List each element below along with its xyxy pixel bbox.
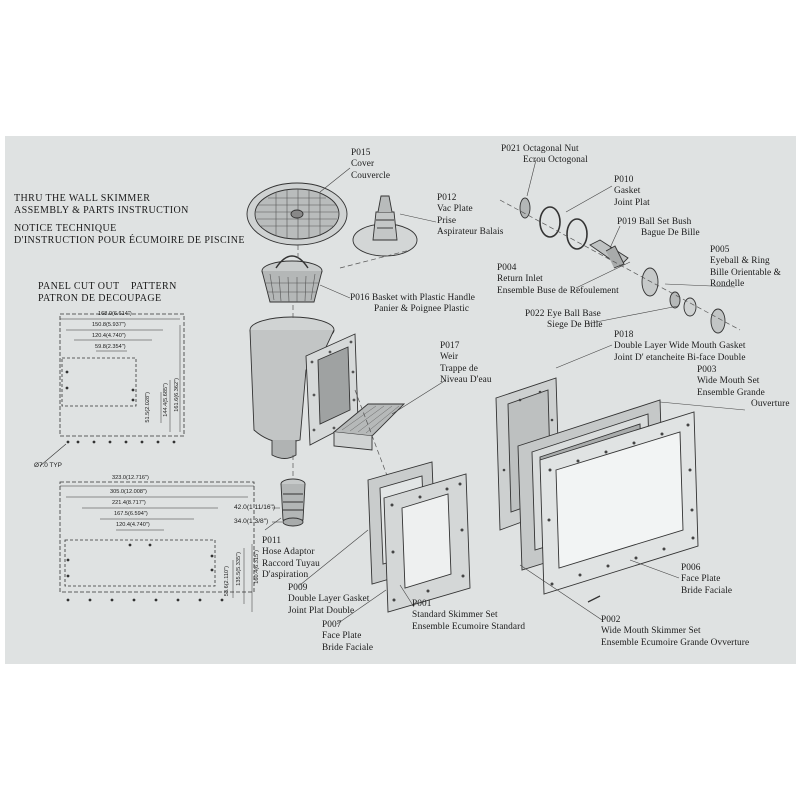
dim-top-3: 120.4(4.740") [92,333,126,339]
dim-top-1: 168.0(6.614") [98,311,132,317]
wide-face-plate-part [539,411,699,595]
vac-plate-part [352,195,418,257]
dim-top-v2: 144.4(5.685") [163,383,169,417]
cutout-subtitle: PATRON DE DECOUPAGE [38,293,162,304]
return-inlet-parts [519,197,726,334]
dim-top-2: 150.8(5.937") [92,322,126,328]
dim-bottom-4: 167.5(6.594") [114,511,148,517]
dim-bottom-2: 305.0(12.008") [110,489,147,495]
hole-dim: Ø7.0 TYP [34,462,62,469]
dim-bottom-1: 323.0(12.716") [112,475,149,481]
dim-top-4: 59.8(2.354") [95,344,126,350]
dim-bottom-v2: 135.5(5.335") [236,552,242,586]
skimmer-body-part [249,316,359,459]
weir-part [332,403,406,451]
dim-bottom-v3: 160.4(6.315") [254,550,260,584]
standard-face-plate-part [383,473,471,613]
title-line-1: THRU THE WALL SKIMMER [14,193,151,204]
title-line-2: ASSEMBLY & PARTS INSTRUCTION [14,205,189,216]
hose-dim-bottom: 34.0(1 3/8") [234,518,269,525]
cutout-title: PANEL CUT OUT PATTERN [38,281,177,292]
hose-adaptor-part [280,478,306,527]
title-line-3: NOTICE TECHNIQUE [14,223,117,234]
dim-top-v3: 161.6(6.362") [174,378,180,412]
dim-bottom-v1: 53.6(2.110") [224,566,230,597]
dim-bottom-5: 120.4(4.740") [116,522,150,528]
dim-bottom-3: 221.4(8.717") [112,500,146,506]
hose-dim-top: 42.0(1 11/16") [234,504,276,511]
title-line-4: D'INSTRUCTION POUR ÉCUMOIRE DE PISCINE [14,235,245,246]
dim-top-v1: 51.5(2.028") [145,392,151,423]
basket-part [261,255,323,303]
cover-part [246,182,348,246]
